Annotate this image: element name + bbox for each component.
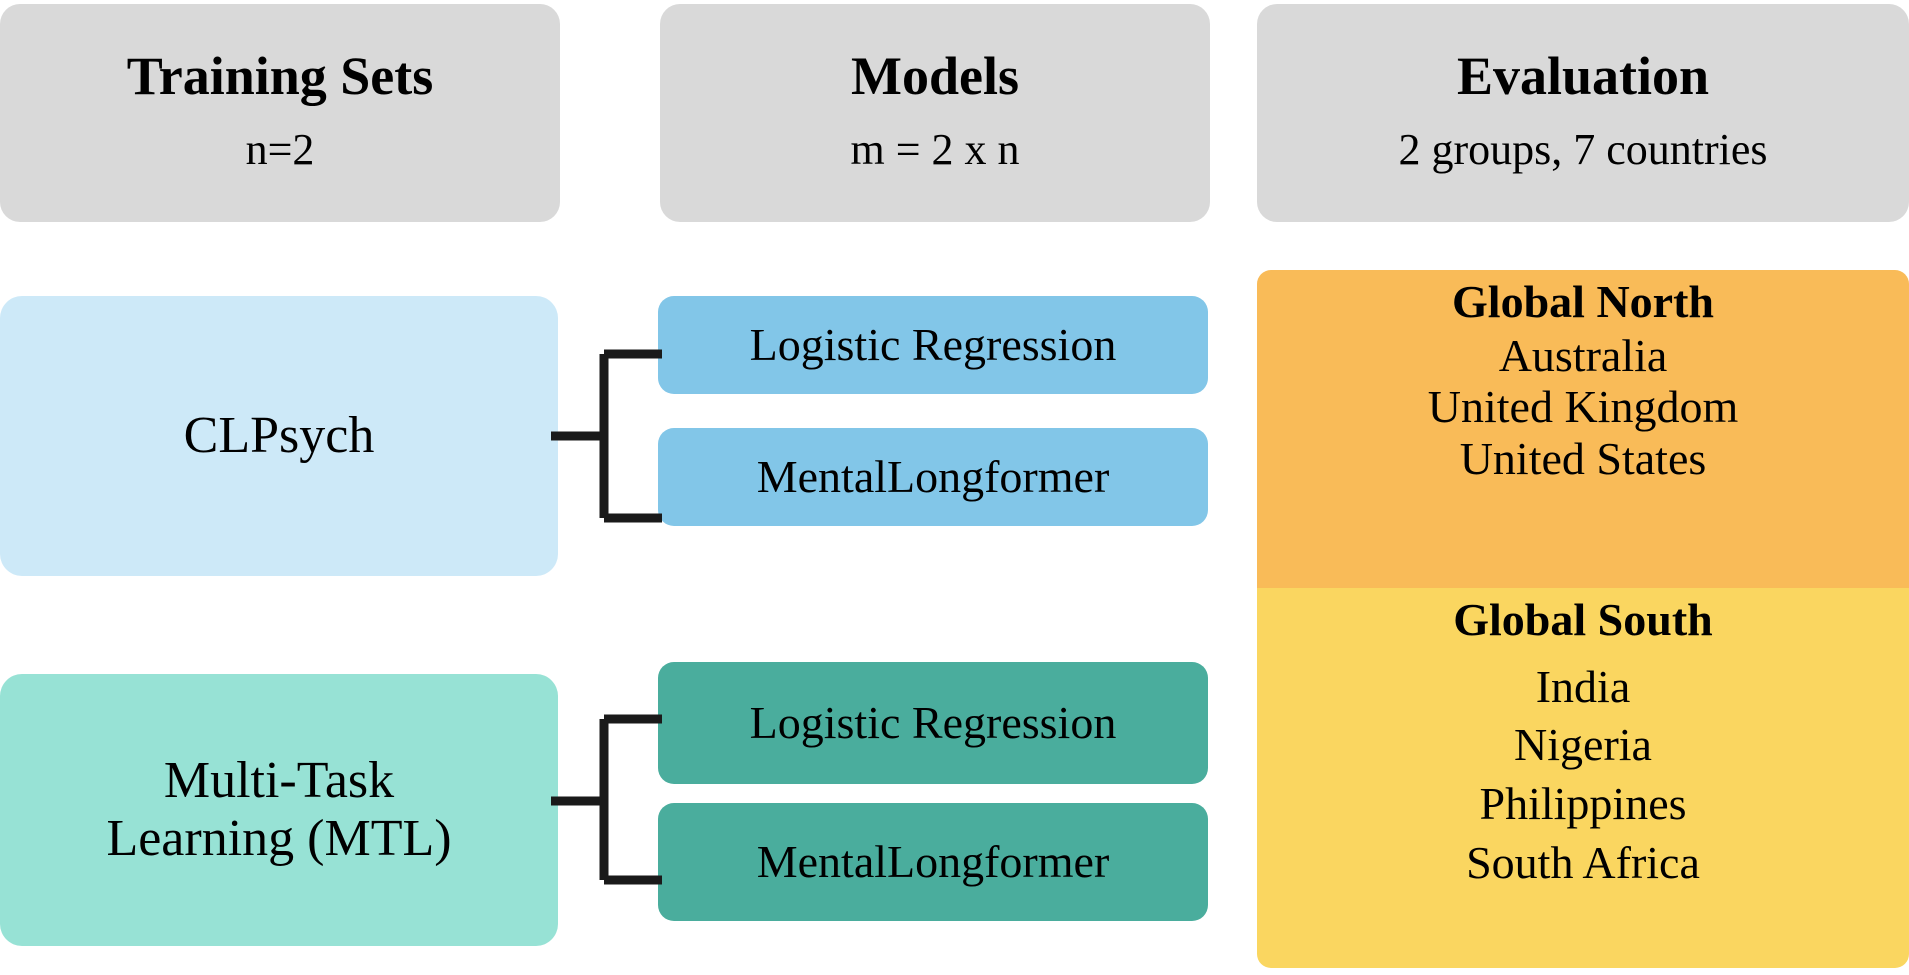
training-set-label-line-2: Learning (MTL) (106, 810, 452, 867)
evaluation-country: Australia (1498, 329, 1668, 381)
training-set-node-mtl: Multi-Task Learning (MTL) (0, 674, 558, 946)
training-set-node-clpsych: CLPsych (0, 296, 558, 576)
evaluation-group-heading: Global South (1453, 594, 1713, 645)
column-header-subtitle: m = 2 x n (850, 124, 1020, 174)
evaluation-country: South Africa (1466, 837, 1700, 889)
column-header-title: Training Sets (126, 46, 434, 107)
evaluation-country: Philippines (1479, 778, 1687, 830)
column-header-title: Evaluation (1456, 46, 1710, 107)
evaluation-country: Nigeria (1514, 719, 1652, 771)
model-node-logistic-regression-clpsych: Logistic Regression (658, 296, 1208, 394)
column-header-subtitle: 2 groups, 7 countries (1398, 124, 1768, 174)
evaluation-group-global-south: Global South India Nigeria Philippines S… (1257, 588, 1909, 968)
evaluation-group-global-north: Global North Australia United Kingdom Un… (1257, 270, 1909, 588)
column-header-title: Models (851, 46, 1019, 107)
column-header-subtitle: n=2 (245, 124, 315, 174)
evaluation-group-heading: Global North (1452, 276, 1714, 327)
connector-bracket-mtl (551, 714, 662, 885)
model-label: Logistic Regression (749, 697, 1117, 749)
model-node-mentallongformer-mtl: MentalLongformer (658, 803, 1208, 921)
model-label: MentalLongformer (756, 451, 1110, 503)
training-set-label-line-1: Multi-Task (163, 751, 395, 809)
connector-bracket-clpsych (551, 349, 662, 523)
model-node-mentallongformer-clpsych: MentalLongformer (658, 428, 1208, 526)
evaluation-country: India (1535, 660, 1631, 712)
column-header-evaluation: Evaluation 2 groups, 7 countries (1257, 4, 1909, 222)
column-header-training-sets: Training Sets n=2 (0, 4, 560, 222)
column-header-models: Models m = 2 x n (660, 4, 1210, 222)
training-set-label: CLPsych (183, 406, 375, 464)
model-label: Logistic Regression (749, 319, 1117, 371)
evaluation-country: United States (1459, 433, 1707, 485)
model-node-logistic-regression-mtl: Logistic Regression (658, 662, 1208, 784)
model-label: MentalLongformer (756, 836, 1110, 888)
evaluation-country: United Kingdom (1427, 381, 1739, 433)
